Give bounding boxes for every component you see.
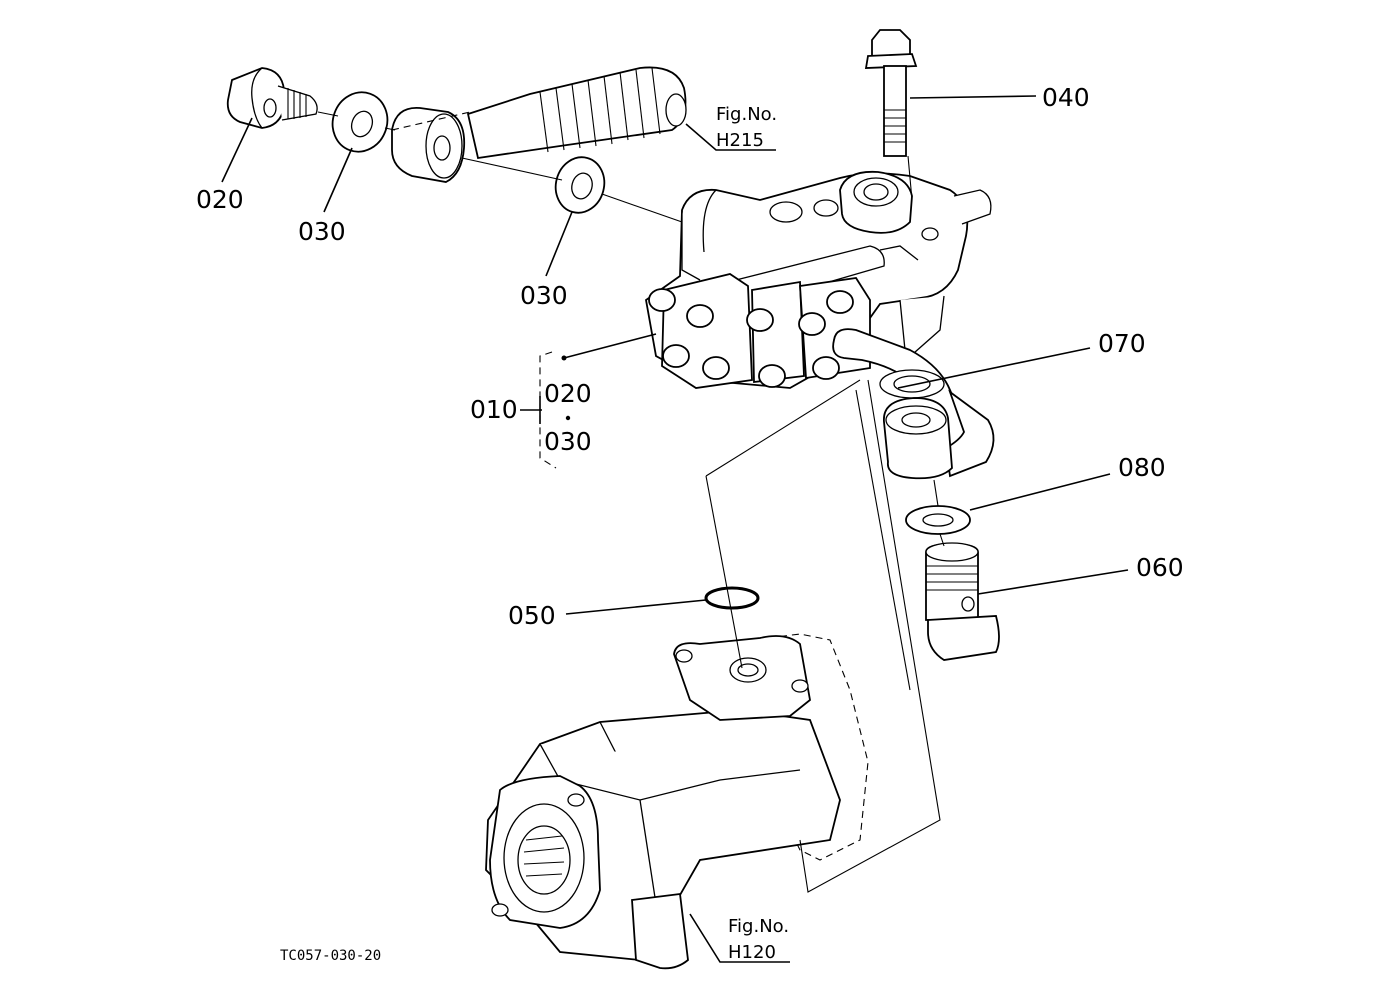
callout-070: 070 <box>1098 329 1146 358</box>
leader-060 <box>977 569 1129 595</box>
leader-020 <box>221 117 253 183</box>
leader-h120 <box>689 913 790 963</box>
leader-h215 <box>685 123 776 151</box>
callout-030-top: 030 <box>298 217 346 246</box>
hose-h215 <box>391 66 687 160</box>
callout-080: 080 <box>1118 453 1166 482</box>
banjo-bolt-060 <box>925 542 1000 661</box>
callout-010-020: 020 <box>544 379 592 408</box>
washer-030-mid <box>554 156 606 214</box>
o-ring-050 <box>704 586 760 610</box>
drawing-code: TC057-030-20 <box>280 948 381 964</box>
leader-030-mid <box>545 211 573 277</box>
bracket-010 <box>520 351 571 469</box>
callout-010: 010 <box>470 395 518 424</box>
washer-080 <box>905 505 971 535</box>
leader-070 <box>897 347 1091 389</box>
leader-050 <box>565 599 707 615</box>
hydraulic-pump-h120 <box>485 633 869 970</box>
washer-030-top <box>331 91 389 153</box>
fig-ref-h120-number: H120 <box>728 942 776 963</box>
bolt-heads <box>648 288 854 388</box>
valve-assembly-010 <box>645 170 992 389</box>
leader-080 <box>969 473 1111 511</box>
callout-010-030: 030 <box>544 427 592 456</box>
banjo-fitting <box>391 107 466 183</box>
callout-030-mid: 030 <box>520 281 568 310</box>
callout-020: 020 <box>196 185 244 214</box>
banjo-bolt-020 <box>226 67 318 129</box>
fig-ref-h215-number: H215 <box>716 130 764 151</box>
bolt-040 <box>864 29 918 157</box>
fig-ref-h215-prefix: Fig.No. <box>716 104 777 125</box>
callout-040: 040 <box>1042 83 1090 112</box>
leader-040 <box>909 95 1037 99</box>
leader-030-top <box>323 147 353 213</box>
callout-060: 060 <box>1136 553 1184 582</box>
leader-010 <box>563 333 657 359</box>
fig-ref-h120-prefix: Fig.No. <box>728 916 789 937</box>
banjo-fitting-lower <box>883 397 953 480</box>
callout-050: 050 <box>508 601 556 630</box>
